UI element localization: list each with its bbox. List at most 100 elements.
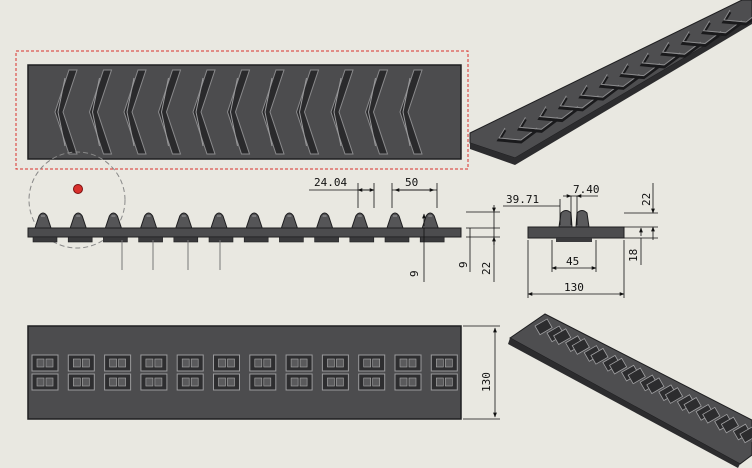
lug-cell (263, 377, 272, 387)
iso-chevron (721, 11, 752, 26)
lug-block (31, 373, 59, 391)
iso-chevron (557, 96, 600, 112)
chevron (399, 69, 423, 155)
cleat (104, 212, 123, 229)
chevron (157, 69, 182, 155)
lug-cell (181, 377, 190, 387)
lug-cell (82, 377, 90, 387)
lug (314, 236, 339, 243)
iso-chevron-group (496, 9, 752, 144)
iso-lug (664, 387, 684, 404)
chevron-highlight (367, 77, 376, 147)
front-view[interactable] (27, 212, 462, 270)
dim-cleat-gap: 7.40 (573, 183, 600, 196)
lug-cell (254, 377, 263, 387)
chevron (364, 69, 389, 155)
cleat (175, 212, 193, 229)
lug-cell (109, 358, 117, 368)
iso-chevron (619, 64, 661, 80)
cleat-group (34, 212, 439, 229)
bottom-dimensions (463, 325, 500, 420)
lug-cell (336, 358, 344, 368)
lug-block (176, 373, 204, 391)
chevron-highlight (126, 77, 135, 147)
chevron-highlight (160, 77, 169, 147)
side-view-lug (556, 238, 592, 242)
chevron-highlight (333, 77, 342, 147)
iso-lug (683, 396, 702, 414)
bottom-lug-group (31, 354, 458, 391)
lug (384, 236, 410, 243)
lug-cell (218, 358, 226, 368)
lug-cell (181, 358, 190, 368)
chevron (192, 69, 216, 155)
iso-lug (534, 318, 553, 336)
lug-cell (227, 377, 235, 387)
lug-cell (444, 377, 453, 387)
lug-cell (336, 377, 344, 387)
lug-block (358, 373, 386, 391)
cleat (280, 212, 299, 229)
lug-cell (254, 358, 263, 368)
lug (349, 236, 375, 243)
iso-top-view[interactable] (469, 0, 752, 165)
side-view-base (527, 226, 625, 239)
cleat (386, 212, 404, 229)
lug-cell (363, 377, 372, 387)
lug (138, 236, 163, 243)
cleat (245, 212, 263, 229)
iso-chevron-highlight (620, 63, 661, 77)
lug-cell (73, 358, 81, 368)
cleat (421, 212, 439, 229)
lug-cell (227, 358, 235, 368)
lug-cell (327, 358, 335, 368)
bottom-view[interactable] (27, 325, 462, 420)
iso-chevron-highlight (498, 127, 538, 141)
lug-block (140, 354, 168, 372)
lug-block (213, 373, 240, 391)
iso-chevron-highlight (559, 95, 599, 109)
chevron-highlight (264, 77, 273, 147)
chevron-highlight (57, 77, 66, 147)
iso-bottom-view[interactable] (508, 313, 752, 468)
iso-chevron-highlight (702, 20, 742, 34)
chevron-highlight (91, 77, 100, 147)
selection-point[interactable] (73, 184, 83, 194)
iso-chevron-highlight (661, 41, 701, 55)
lug-block (104, 354, 132, 372)
lug-cell (118, 358, 126, 368)
chevron-highlight (298, 77, 307, 147)
iso-chevron-highlight (600, 73, 640, 87)
lug-cell (218, 377, 226, 387)
chevron (88, 69, 113, 155)
lug (208, 236, 234, 243)
dim-belt-width: 130 (564, 281, 584, 294)
selection-box (15, 50, 469, 170)
iso-lug (590, 347, 609, 365)
chevron (330, 69, 354, 155)
top-view[interactable] (15, 50, 469, 170)
iso-bottom-belt (509, 313, 752, 465)
chevron (295, 69, 320, 155)
lug-cell (45, 358, 54, 368)
lug-cell (290, 358, 299, 368)
lug-cell (435, 358, 444, 368)
lug-block (430, 354, 458, 372)
iso-chevron (537, 107, 579, 123)
iso-chevron-highlight (579, 84, 620, 98)
chevron (261, 69, 285, 155)
iso-lug (553, 328, 572, 346)
side-dimensions (503, 183, 658, 298)
dim-center-width: 45 (566, 255, 579, 268)
cleat (210, 212, 228, 229)
lug-cell (109, 377, 117, 387)
side-view[interactable] (527, 210, 625, 243)
chevron (123, 69, 147, 155)
lug-block (67, 373, 95, 391)
iso-chevron (516, 118, 559, 133)
lug-cell (444, 358, 453, 368)
side-view-cleat-right (575, 210, 590, 228)
lug-block (394, 354, 422, 372)
lug-cell (190, 377, 199, 387)
